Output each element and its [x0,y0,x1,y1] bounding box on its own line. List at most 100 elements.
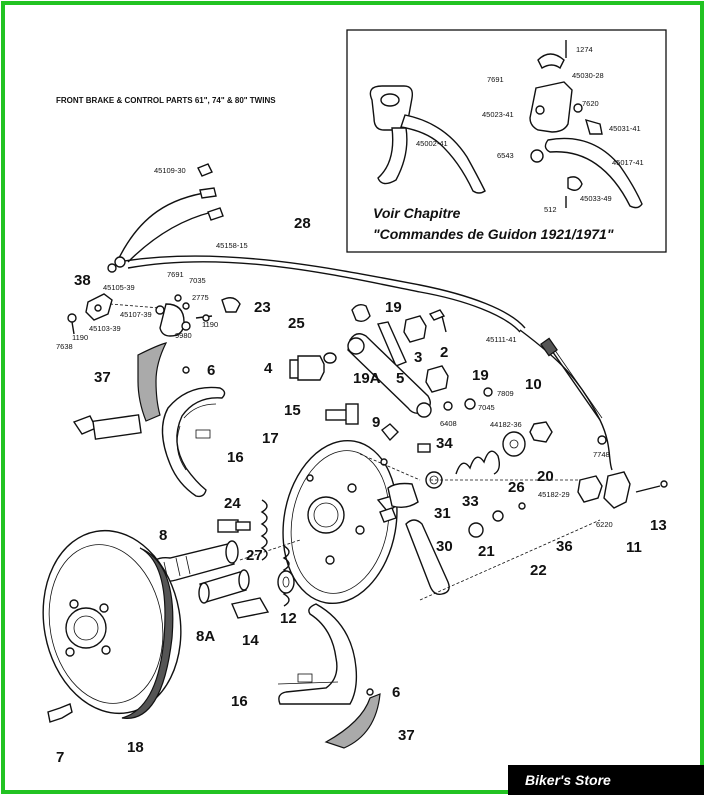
operating-lever [405,519,450,596]
inset-note-line2: "Commandes de Guidon 1921/1971" [373,226,614,242]
callout: 25 [288,315,305,332]
callout: 24 [224,495,241,512]
small-label: 9980 [175,331,192,340]
small-label: 7691 [167,270,184,279]
callout: 8A [196,628,215,645]
small-label: 2775 [192,293,209,302]
small-label: 44182-36 [490,420,522,429]
small-label: 7748 [593,450,610,459]
callout: 27 [246,547,263,564]
small-label: 45158-15 [216,241,248,250]
brake-cam [231,597,270,619]
small-label: 45111-41 [486,335,517,344]
brake-shoe-lower [277,603,358,705]
callout: 19 [472,367,489,384]
small-label: 45103-39 [89,324,121,333]
callout: 10 [525,376,542,393]
small-label: 1274 [576,45,593,54]
brake-drum [42,529,182,719]
small-label: 45182-29 [538,490,570,499]
inset-clutch-lever [369,85,486,194]
small-label: 1190 [202,320,218,329]
small-label: 6220 [596,520,613,529]
callout: 5 [396,370,404,387]
small-part-numbers: 1274 7691 45030-28 45023-41 7620 45031-4… [56,45,644,529]
small-label: 512 [544,205,557,214]
callout: 23 [254,299,271,316]
small-label: 45002-41 [416,139,448,148]
callout: 4 [264,360,273,377]
brand-name: Biker's Store [525,772,611,788]
callout: 3 [414,349,422,366]
callout: 13 [650,517,667,534]
loose-parts [72,314,210,440]
small-label: 45023-41 [482,110,514,119]
cable-clevis [577,471,668,509]
inset-brake-lever [529,40,643,209]
callout: 19 [385,299,402,316]
shoe-pin [217,519,251,533]
small-label: 7638 [56,342,73,351]
brake-lining-lower [324,693,381,749]
callout: 2 [440,344,448,361]
callout-numbers: 28 38 25 19 23 2 3 37 6 4 19A 5 19 10 16… [56,215,667,766]
small-label: 45109-30 [154,166,186,175]
callout: 22 [530,562,547,579]
drum-bolt [47,703,73,723]
callout: 36 [556,538,573,555]
small-washers [380,423,443,489]
callout: 6 [207,362,215,379]
callout: 18 [127,739,144,756]
small-label: 45031-41 [609,124,641,133]
cable-end-hardware [67,293,241,337]
anchor-stud [289,352,337,381]
brake-shoe-upper [161,386,226,498]
callout: 16 [231,693,248,710]
rivet-pin-lower [366,688,374,696]
rivet-pin-upper [182,366,190,374]
callout: 38 [74,272,91,289]
callout: 21 [478,543,495,560]
small-label: 7620 [582,99,599,108]
small-label: 45030-28 [572,71,604,80]
callout: 31 [434,505,451,522]
clip-washers [468,435,607,538]
lever-bracket [379,507,397,523]
small-label: 45033-49 [580,194,612,203]
small-label: 7045 [478,403,495,412]
diagram-title: FRONT BRAKE & CONTROL PARTS 61", 74" & 8… [56,96,276,105]
brake-cable [107,163,613,471]
sleeve [387,482,419,509]
callout: 37 [398,727,415,744]
callout: 11 [626,539,642,556]
callout: 16 [227,449,244,466]
inset-note-line1: Voir Chapitre [373,205,461,221]
washer-nut [502,421,553,457]
callout: 9 [372,414,380,431]
callout: 34 [436,435,453,452]
washer [277,570,295,594]
small-label: 45017-41 [612,158,644,167]
callout: 15 [284,402,301,419]
callout: 14 [242,632,259,649]
callout: 17 [262,430,279,447]
brake-rod [540,337,603,421]
callout: 20 [537,468,554,485]
small-label: 45107-39 [120,310,152,319]
callout: 19A [353,370,381,387]
callout: 6 [392,684,400,701]
callout: 12 [280,610,297,627]
small-label: 6543 [497,151,514,160]
small-label: 7691 [487,75,504,84]
callout: 37 [94,369,111,386]
callout: 33 [462,493,479,510]
small-label: 45105-39 [103,283,135,292]
brand-badge: Biker's Store [508,765,704,795]
small-label: 7809 [497,389,514,398]
brake-backing-plate [282,439,399,605]
leader-lines [239,453,601,601]
callout: 26 [508,479,525,496]
brake-lining-upper [137,342,168,422]
